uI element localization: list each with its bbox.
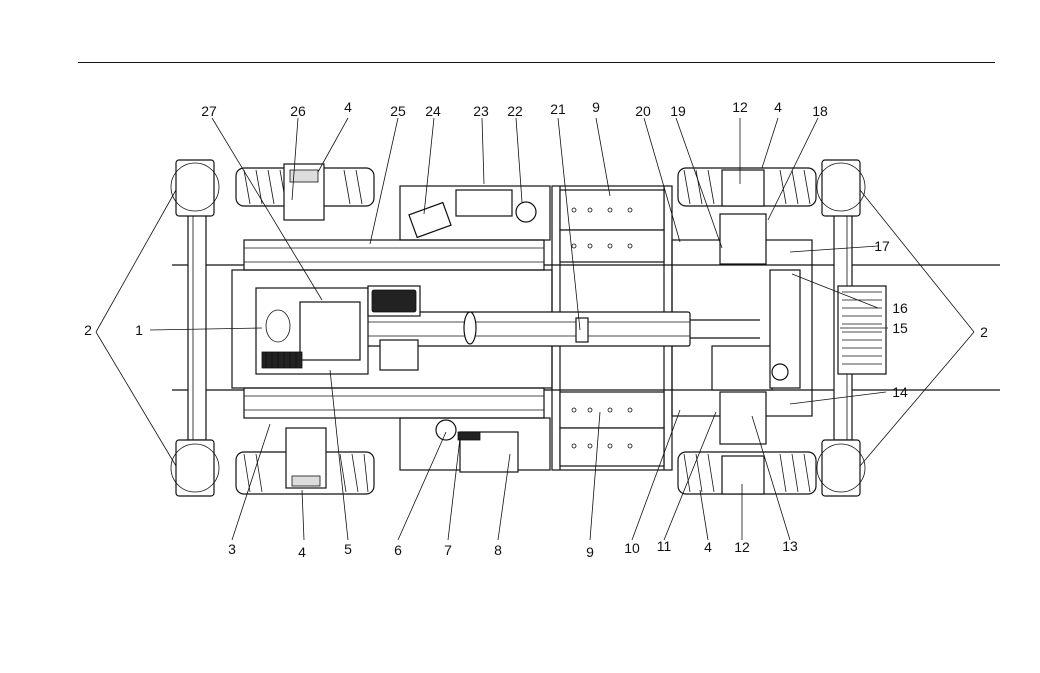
drive-shaft [360,312,760,346]
bottom-components [436,420,518,472]
callout-20: 20 [635,104,651,118]
callout-9-top: 9 [592,100,600,114]
callout-12-bottom: 12 [734,540,750,554]
callout-11: 11 [657,539,672,553]
callout-15: 15 [892,321,908,335]
callout-13: 13 [782,539,798,553]
callout-3: 3 [228,542,236,556]
callout-7: 7 [444,543,452,557]
callout-4-top-right: 4 [774,100,782,114]
callout-9-bottom: 9 [586,545,594,559]
callout-25: 25 [390,104,406,118]
callout-19: 19 [670,104,686,118]
callout-23: 23 [473,104,489,118]
callout-1: 1 [135,323,143,337]
callout-8: 8 [494,543,502,557]
callout-5: 5 [344,542,352,556]
callout-6: 6 [394,543,402,557]
callout-22: 22 [507,104,523,118]
callout-4-top-left: 4 [344,100,352,114]
callout-24: 24 [425,104,441,118]
callout-27: 27 [201,104,217,118]
rear-axle [712,214,886,444]
callout-21: 21 [550,102,566,116]
callout-26: 26 [290,104,306,118]
callout-16: 16 [892,301,908,315]
callout-2-right: 2 [980,325,988,339]
callout-17: 17 [874,239,890,253]
callout-2-left: 2 [84,323,92,337]
callout-4-bottom-right: 4 [704,540,712,554]
callout-18: 18 [812,104,828,118]
callout-4-bottom-left: 4 [298,545,306,559]
callout-10: 10 [624,541,640,555]
callout-12-top: 12 [732,100,748,114]
callout-14: 14 [892,385,908,399]
